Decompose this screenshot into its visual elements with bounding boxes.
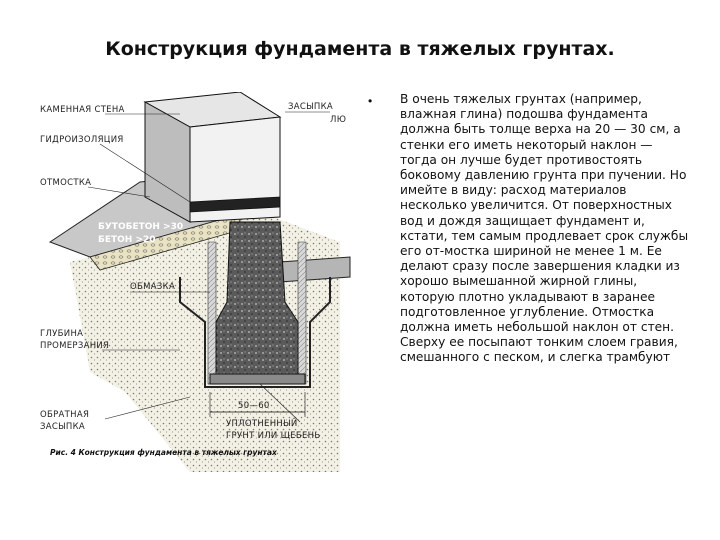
figure-caption: Рис. 4 Конструкция фундамента в тяжелых … xyxy=(50,448,277,457)
foundation-diagram: КАМЕННАЯ СТЕНА ГИДРОИЗОЛЯЦИЯ ОТМОСТКА БУ… xyxy=(40,92,351,472)
label-coating: ОБМАЗКА xyxy=(130,282,175,292)
leader-reverse-backfill xyxy=(104,396,191,420)
foundation-figure: КАМЕННАЯ СТЕНА ГИДРОИЗОЛЯЦИЯ ОТМОСТКА БУ… xyxy=(30,92,360,482)
stone-wall-side xyxy=(144,101,191,223)
label-reverse-backfill-2: ЗАСЫПКА xyxy=(40,422,85,432)
label-reverse-backfill-1: ОБРАТНАЯ xyxy=(40,410,89,420)
bullet-marker: • xyxy=(368,94,373,108)
label-concrete: БЕТОН >20 xyxy=(98,235,156,245)
label-backfill-1: ЗАСЫПКА xyxy=(288,102,333,112)
label-rubble-concrete: БУТОБЕТОН >30 xyxy=(98,222,183,232)
label-width: 50—60 xyxy=(238,401,270,411)
bullet-text: В очень тяжелых грунтах (например, влажн… xyxy=(400,92,689,365)
label-compacted-1: УПЛОТНЕННЫЙ xyxy=(226,417,298,429)
leader-blind-area xyxy=(87,186,151,198)
leader-compacted xyxy=(259,383,301,423)
right-ground-slab xyxy=(279,256,351,283)
waterproofing-strip xyxy=(189,196,281,213)
leader-waterproofing xyxy=(99,143,191,203)
compacted-base xyxy=(209,373,306,385)
label-stone-wall: КАМЕННАЯ СТЕНА xyxy=(40,105,125,115)
label-blind-area: ОТМОСТКА xyxy=(40,178,91,188)
label-compacted-2: ГРУНТ ИЛИ ЩЕБЕНЬ xyxy=(226,431,320,441)
trench-outline xyxy=(179,277,331,388)
slide-title: Конструкция фундамента в тяжелых грунтах… xyxy=(105,38,615,60)
label-waterproofing: ГИДРОИЗОЛЯЦИЯ xyxy=(40,135,124,145)
label-freezing-depth-1: ГЛУБИНА xyxy=(40,329,83,339)
label-freezing-depth-2: ПРОМЕРЗАНИЯ xyxy=(40,341,109,351)
label-backfill-2: ЛЮ xyxy=(330,115,346,125)
